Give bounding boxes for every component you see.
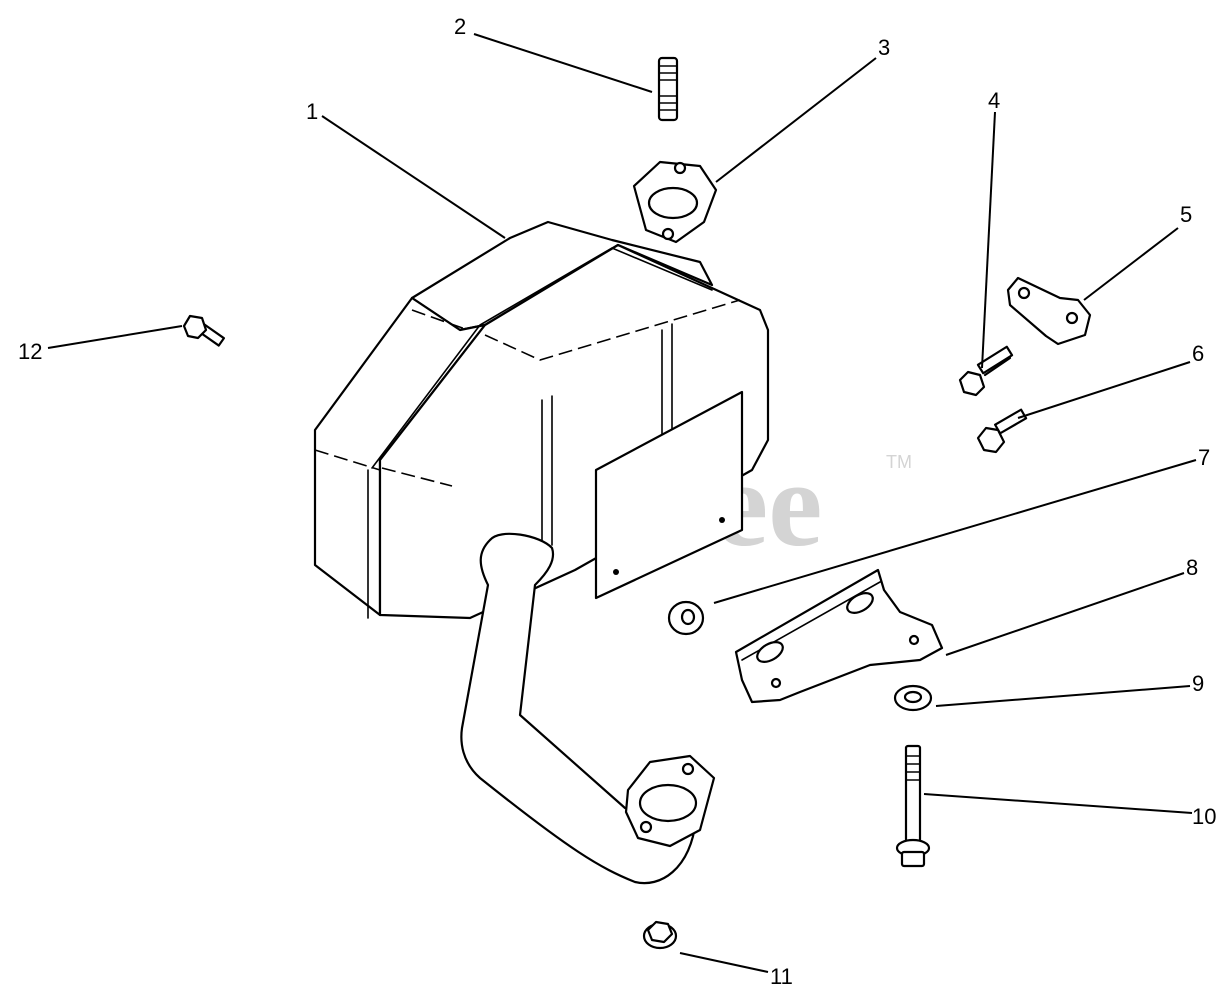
callout-5: 5 <box>1180 202 1192 227</box>
watermark-trademark: TM <box>886 452 912 472</box>
callout-11: 11 <box>770 964 793 989</box>
flat-washer-icon[interactable] <box>667 600 705 636</box>
callout-7: 7 <box>1198 445 1210 470</box>
callout-3: 3 <box>878 35 890 60</box>
hex-flange-bolt-icon[interactable] <box>976 408 1028 454</box>
flat-washer-icon[interactable] <box>893 684 933 712</box>
callout-labels: 1 2 3 4 5 6 7 8 9 10 11 12 <box>18 14 1216 989</box>
leader-lines <box>47 33 1197 973</box>
callout-8: 8 <box>1186 555 1198 580</box>
callout-4: 4 <box>988 88 1000 113</box>
exhaust-gasket-icon[interactable] <box>632 160 718 244</box>
long-flange-bolt-icon[interactable] <box>895 744 931 868</box>
hex-flange-bolt-icon[interactable] <box>958 345 1014 397</box>
callout-10: 10 <box>1192 804 1216 829</box>
callout-12: 12 <box>18 339 42 364</box>
muffler-with-exhaust-pipe-icon[interactable] <box>313 220 770 885</box>
callout-1: 1 <box>306 99 318 124</box>
flange-nut-icon[interactable] <box>642 920 678 950</box>
hex-flange-bolt-icon[interactable] <box>182 314 226 347</box>
callout-2: 2 <box>454 14 466 39</box>
callout-6: 6 <box>1192 341 1204 366</box>
mounting-tab-plate-icon[interactable] <box>1006 276 1092 346</box>
muffler-support-bracket-icon[interactable] <box>734 568 944 704</box>
threaded-stud-icon[interactable] <box>657 56 679 122</box>
callout-9: 9 <box>1192 671 1204 696</box>
